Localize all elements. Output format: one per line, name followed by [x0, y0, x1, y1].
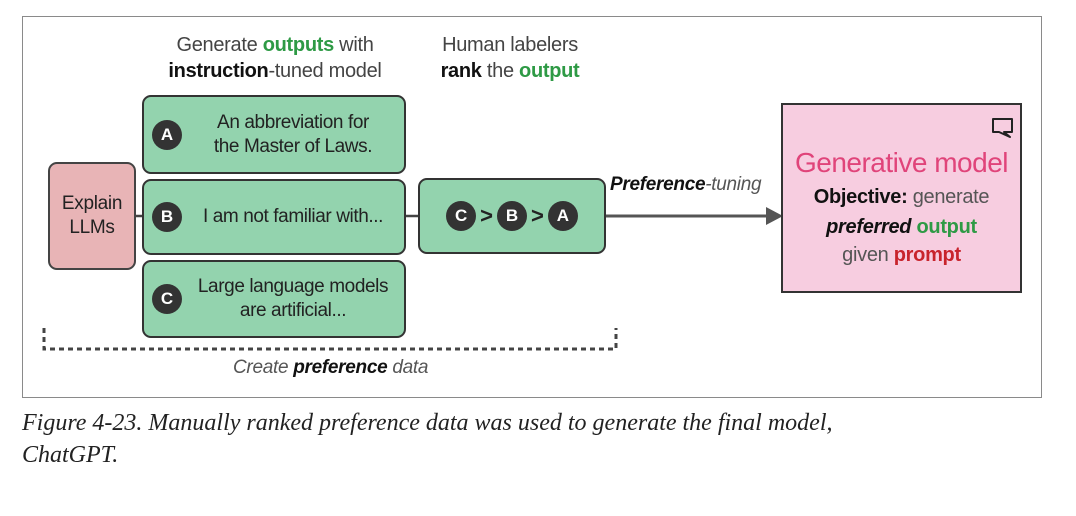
output-b-line1: I am not familiar with... — [202, 206, 384, 227]
header-rank: Human labelers rank the output — [405, 32, 615, 84]
output-b-box: B I am not familiar with... — [142, 179, 406, 255]
generative-model-title: Generative model — [794, 147, 1009, 178]
caption-line1: Figure 4-23. Manually ranked preference … — [22, 410, 833, 436]
output-c-box: C Large language models are artificial... — [142, 260, 406, 338]
header-rank-the: the — [481, 60, 520, 82]
output-a-line2: the Master of Laws. — [213, 135, 373, 157]
output-a-line1: An abbreviation for — [217, 111, 369, 133]
header-generate-instruction: instruction — [168, 60, 269, 82]
objective-text: generate — [907, 186, 990, 208]
preference-arrow-head — [766, 207, 783, 225]
header-generate-tuned: -tuned model — [268, 60, 382, 82]
figure-caption: Figure 4-23. Manually ranked preference … — [22, 407, 1052, 471]
generative-model-box: Generative model Objective: generate pre… — [781, 103, 1022, 293]
ranking-box: C > B > A — [418, 178, 606, 254]
output-a-badge: A — [152, 119, 182, 150]
header-rank-output: output — [519, 60, 580, 82]
create-preference-data-label: Create preference data — [233, 357, 428, 379]
output-c-badge: C — [152, 284, 182, 314]
preference-tuning-rest: -tuning — [705, 174, 762, 195]
output-c-line1: Large language models — [197, 276, 389, 297]
bracket-label-pre: Create — [233, 357, 294, 378]
header-generate-with: with — [333, 34, 374, 56]
header-generate-text: Generate — [176, 34, 263, 56]
header-rank-rank: rank — [440, 60, 482, 82]
preference-tuning-label: Preference-tuning — [610, 174, 762, 196]
prompt-word: prompt — [893, 244, 961, 266]
header-rank-line1: Human labelers — [442, 34, 578, 56]
header-generate: Generate outputs with instruction-tuned … — [130, 32, 420, 84]
rank-separator-2: > — [531, 203, 544, 228]
preferred-word: preferred — [826, 216, 912, 238]
rank-third-badge: A — [547, 201, 578, 231]
rank-separator-1: > — [480, 203, 493, 228]
preference-data-bracket — [42, 328, 618, 351]
output-c-line2: are artificial... — [239, 300, 347, 321]
rank-first-badge: C — [446, 201, 477, 231]
rank-second-badge: B — [497, 201, 527, 231]
objective-label: Objective: — [813, 186, 908, 208]
output-word: output — [911, 216, 977, 238]
given-word: given — [842, 244, 894, 266]
output-b-badge: B — [152, 202, 182, 232]
bracket-label-post: data — [387, 357, 429, 378]
speech-bubble-icon — [992, 118, 1013, 138]
prompt-line2: LLMs — [69, 217, 115, 238]
prompt-line1: Explain — [61, 193, 123, 214]
header-generate-outputs: outputs — [262, 34, 335, 56]
caption-line2: ChatGPT. — [22, 442, 119, 468]
preference-tuning-bold: Preference — [610, 174, 706, 195]
bracket-label-bold: preference — [293, 357, 388, 378]
